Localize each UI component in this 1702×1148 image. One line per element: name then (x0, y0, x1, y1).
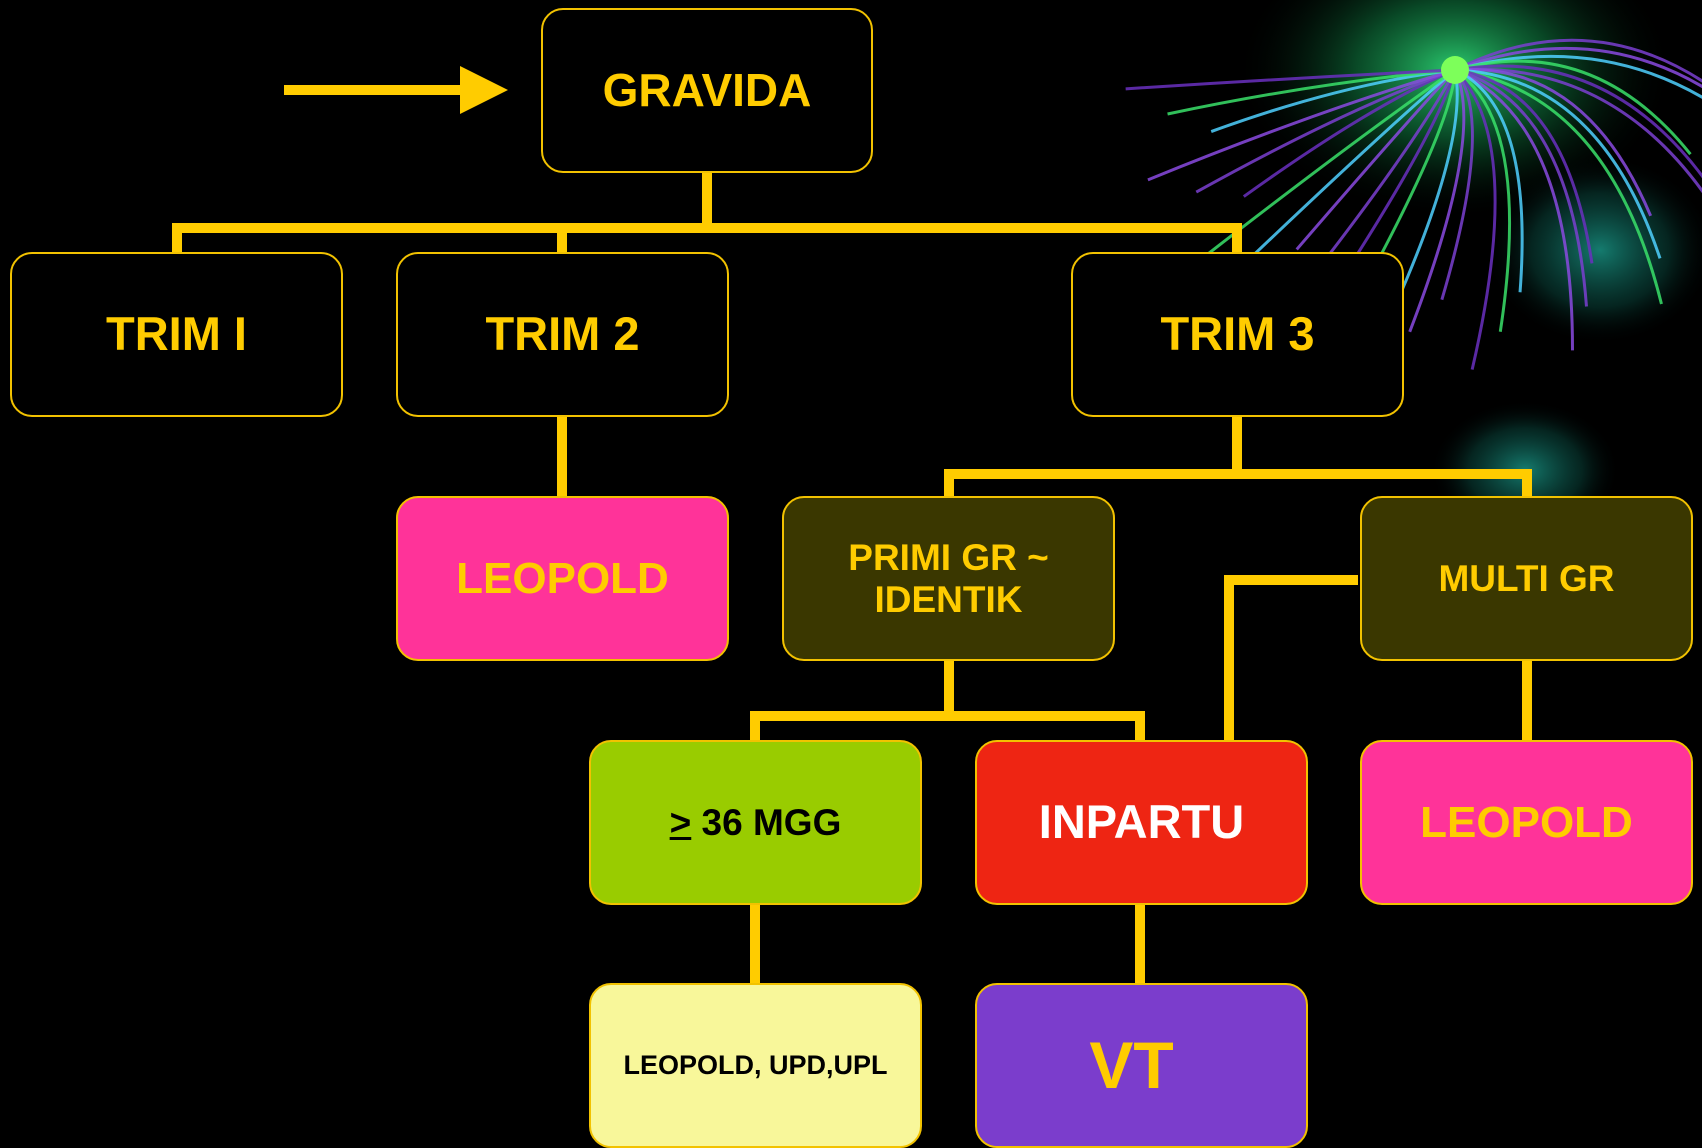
node-leopold-multi-label: LEOPOLD (1420, 797, 1633, 847)
node-leopold-trim-2-label: LEOPOLD (456, 553, 669, 603)
node-leopold-multi: LEOPOLD (1360, 740, 1693, 905)
node-leopold-upd-upl: LEOPOLD, UPD,UPL (589, 983, 922, 1148)
starburst-ray (1248, 68, 1456, 260)
geq-symbol: > (669, 801, 692, 843)
node-vt: VT (975, 983, 1308, 1148)
node-primi-gr-line-1: PRIMI GR ~ (848, 537, 1049, 579)
node-primi-gr-line-2: IDENTIK (874, 578, 1023, 620)
starburst-ray (1454, 54, 1702, 99)
starburst-ray (1453, 68, 1497, 370)
node-36-mgg-text: 36 MGG (691, 801, 842, 843)
starburst-ray (1167, 68, 1456, 116)
starburst-ray (1147, 68, 1456, 182)
starburst-ray (1408, 69, 1466, 333)
starburst-ray (1454, 38, 1702, 83)
starburst-ray (1454, 68, 1662, 259)
node-leopold-upd-upl-label: LEOPOLD, UPD,UPL (623, 1050, 888, 1081)
starburst-ray (1454, 68, 1588, 307)
node-inpartu: INPARTU (975, 740, 1308, 905)
starburst-ray (1454, 64, 1702, 179)
starburst-ray (1440, 69, 1474, 301)
node-trim-2-label: TRIM 2 (485, 307, 640, 361)
node-inpartu-label: INPARTU (1038, 795, 1245, 849)
node-leopold-trim-2: LEOPOLD (396, 496, 729, 661)
node-gravida: GRAVIDA (541, 8, 873, 173)
starburst-ray (1454, 68, 1594, 264)
node-36-mgg-label: > 36 MGG (670, 802, 842, 843)
starburst-ray (1454, 68, 1663, 305)
starburst-ray (1125, 68, 1456, 91)
arrow-head (460, 66, 508, 114)
starburst-ray (1195, 68, 1456, 194)
starburst-ray (1454, 67, 1653, 217)
starburst-ray (1363, 69, 1457, 286)
node-36-mgg: > 36 MGG (589, 740, 922, 905)
node-multi-gr: MULTI GR (1360, 496, 1693, 661)
node-trim-1-label: TRIM I (106, 307, 247, 361)
node-trim-1: TRIM I (10, 252, 343, 417)
starburst-ray (1454, 59, 1692, 156)
starburst-ray (1454, 68, 1524, 293)
starburst-ray (1454, 68, 1574, 351)
starburst-ray (1454, 68, 1512, 333)
node-gravida-label: GRAVIDA (602, 63, 812, 116)
node-trim-3: TRIM 3 (1071, 252, 1404, 417)
node-trim-2: TRIM 2 (396, 252, 729, 417)
node-trim-3-label: TRIM 3 (1160, 307, 1315, 361)
starburst-ray (1454, 46, 1702, 89)
node-primi-gr: PRIMI GR ~ IDENTIK (782, 496, 1115, 661)
starburst-ray (1295, 68, 1457, 251)
node-multi-gr-label: MULTI GR (1438, 557, 1615, 599)
node-vt-label: VT (1089, 1027, 1174, 1102)
starburst-ray (1454, 67, 1702, 194)
